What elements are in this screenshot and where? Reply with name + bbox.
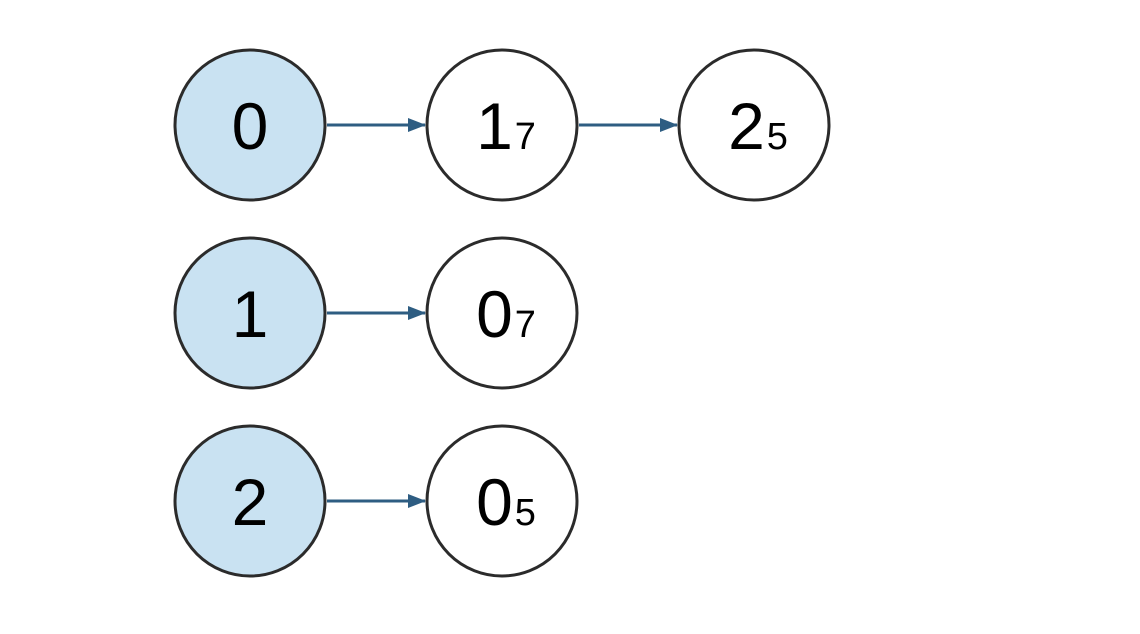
neighbor-node-1-0: 07 bbox=[425, 236, 579, 390]
head-node-circle bbox=[173, 236, 327, 390]
neighbor-node-circle bbox=[425, 48, 579, 202]
edge-weight: 7 bbox=[515, 116, 536, 158]
head-node-label: 1 bbox=[232, 277, 269, 351]
neighbor-node-label: 07 bbox=[476, 277, 536, 351]
edge-weight: 5 bbox=[515, 492, 536, 534]
head-node-0: 0 bbox=[173, 48, 327, 202]
head-node-circle bbox=[173, 424, 327, 578]
edge-weight: 7 bbox=[515, 304, 536, 346]
neighbor-vertex: 2 bbox=[728, 89, 765, 163]
neighbor-node-0-1: 17 bbox=[425, 48, 579, 202]
head-node-1: 1 bbox=[173, 236, 327, 390]
head-node-label: 2 bbox=[232, 465, 269, 539]
neighbor-node-circle bbox=[425, 236, 579, 390]
neighbor-node-label: 05 bbox=[476, 465, 536, 539]
neighbor-vertex: 1 bbox=[476, 89, 513, 163]
head-node-circle bbox=[173, 48, 327, 202]
neighbor-node-2-0: 05 bbox=[425, 424, 579, 578]
neighbor-node-label: 17 bbox=[476, 89, 536, 163]
head-node-label: 0 bbox=[232, 89, 269, 163]
head-node-2: 2 bbox=[173, 424, 327, 578]
neighbor-vertex: 0 bbox=[476, 465, 513, 539]
neighbor-node-label: 25 bbox=[728, 89, 788, 163]
neighbor-node-circle bbox=[425, 424, 579, 578]
neighbor-vertex: 0 bbox=[476, 277, 513, 351]
edge-weight: 5 bbox=[767, 116, 788, 158]
neighbor-node-0-2: 25 bbox=[677, 48, 831, 202]
neighbor-node-circle bbox=[677, 48, 831, 202]
